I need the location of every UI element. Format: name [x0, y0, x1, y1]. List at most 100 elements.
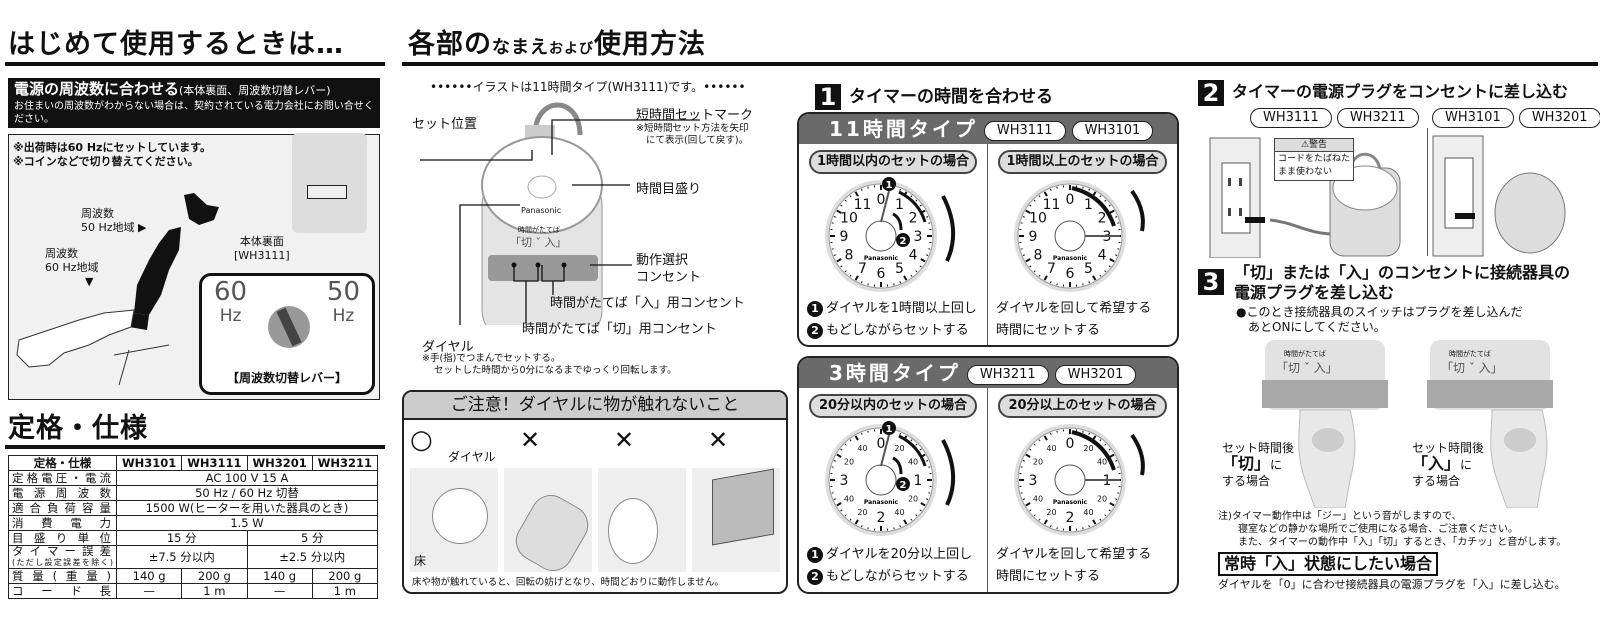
step1-title: タイマーの時間を合わせる [849, 87, 1053, 107]
back-and-forth-arrow-icon [941, 439, 956, 506]
japan-map [16, 193, 219, 386]
dial-tick [1050, 525, 1052, 528]
note-line: また、タイマーの動作中「入」「切」するとき、「カチッ」と音がします。 [1238, 537, 1567, 548]
dial-brand: Panasonic [521, 206, 562, 215]
dial-tick [928, 222, 931, 224]
dial-number: 2 [1066, 510, 1075, 526]
step3-title-line: 「切」または「入」のコンセントに接続器具の [1234, 263, 1571, 282]
dial-tick [899, 432, 901, 435]
map-60hz-region: 60 Hz地域 [45, 261, 99, 274]
dial-number: 20 [1097, 495, 1107, 504]
dial-tick [854, 435, 859, 441]
dial-number: 2 [1098, 211, 1107, 227]
dial-tick [910, 518, 913, 521]
dial-tick [1117, 492, 1120, 494]
dial-tick [1020, 492, 1023, 494]
dial-number: 40 [844, 495, 854, 504]
dial-tick [1029, 204, 1032, 207]
dial-tick [840, 265, 843, 268]
case-line: セット時間後 [1412, 441, 1485, 455]
dial-tick [1108, 509, 1111, 512]
dial-tick [1104, 443, 1107, 446]
label-line: コンセント [636, 270, 702, 285]
caution-box: ご注意！ダイヤルに物が触れないこと ○ ダイヤル 床 ✕ ✕ ✕ 床や物が触れて… [402, 390, 788, 594]
dial-tick [844, 199, 847, 202]
step-circle-icon [896, 477, 910, 491]
dial-tick [1038, 439, 1041, 442]
row-label: 定格電圧・電流 [8, 470, 117, 486]
dial-tick [1088, 281, 1090, 284]
lever-50: 50 [326, 277, 360, 307]
dial-number: 3 [914, 229, 923, 245]
lever-50-unit: Hz [332, 306, 355, 326]
map-50hz-region: 50 Hz地域 [81, 221, 135, 234]
instruction: ダイヤルを回して希望する [996, 301, 1152, 316]
step2-models-right: WH3101 WH3201 [1432, 106, 1600, 128]
dial-tick [861, 281, 863, 284]
dial-number: 11 [1043, 197, 1061, 213]
dial-tick [1082, 283, 1084, 286]
note-60hz: ※出荷時は60 Hzにセットしています。 [13, 141, 212, 154]
case-line: に [1270, 458, 1283, 472]
case-line: に [1460, 458, 1473, 472]
step-circle-1: 1 [807, 547, 823, 563]
dial-tick [836, 453, 842, 458]
step-circle-2: 2 [807, 569, 823, 585]
case-heading: 1時間以上のセットの場合 [998, 150, 1167, 174]
model-badge: WH3111 [1250, 108, 1332, 128]
ng-mark-icon: ✕ [614, 426, 635, 454]
dial-tick [861, 525, 863, 528]
ng-mark-icon: ✕ [708, 426, 729, 454]
dial-tick [1043, 435, 1048, 441]
cell: AC 100 V 15 A [116, 470, 378, 486]
note-line: セットした時間から0分になるまでゆっくり回転します。 [434, 365, 677, 376]
dial-tick [840, 509, 843, 512]
step-circle-icon [882, 177, 896, 191]
device-back-illustration [292, 133, 367, 233]
dial-number: 40 [1097, 458, 1107, 467]
dial-tick [849, 195, 852, 198]
dial-tick [920, 258, 926, 263]
frequency-lever[interactable] [268, 306, 310, 348]
dial-tick [1020, 222, 1023, 224]
dial-tick [1022, 216, 1025, 218]
row-label: 目盛り単位 [8, 530, 117, 546]
dial-tick [831, 492, 834, 494]
time-scale-label: 時間目盛り [636, 182, 702, 197]
title-part: なまえ [492, 37, 549, 58]
dial-tick [926, 460, 929, 462]
dial-number: 5 [895, 261, 904, 277]
divider [402, 62, 1598, 66]
dial-tick [1056, 283, 1058, 286]
instruction: 時間にセットする [996, 569, 1101, 584]
dial-tick [1025, 258, 1031, 263]
sound-note: 注)タイマー動作中は「ジー」という音がしますので、寝室などの静かな場所でご使用に… [1218, 510, 1567, 549]
dial-tick [1099, 195, 1102, 198]
dial-number: 8 [844, 248, 853, 264]
dial-tick [831, 466, 834, 468]
dial-center-knob [865, 220, 897, 252]
cell: 1.5 W [116, 515, 378, 531]
cell: 5 分 [246, 530, 378, 546]
instruction: 時間にセットする [996, 323, 1101, 338]
dial-brand: Panasonic [864, 255, 899, 262]
dial-tick [840, 204, 843, 207]
dial-tick [1108, 204, 1111, 207]
dial-brand: Panasonic [1053, 499, 1088, 506]
dial-tick [1022, 254, 1025, 256]
dial-tick [1029, 509, 1032, 512]
dial-number: 4 [909, 248, 918, 264]
cell: 1500 W(ヒーターを用いた器具のとき) [116, 500, 378, 516]
dial-tick [1099, 518, 1102, 521]
note-line: 注)タイマー動作中は「ジー」という音がしますので、 [1218, 511, 1462, 522]
turn-arrow-icon [898, 434, 927, 467]
divider [1427, 128, 1428, 256]
back-model: [WH3111] [234, 249, 290, 262]
